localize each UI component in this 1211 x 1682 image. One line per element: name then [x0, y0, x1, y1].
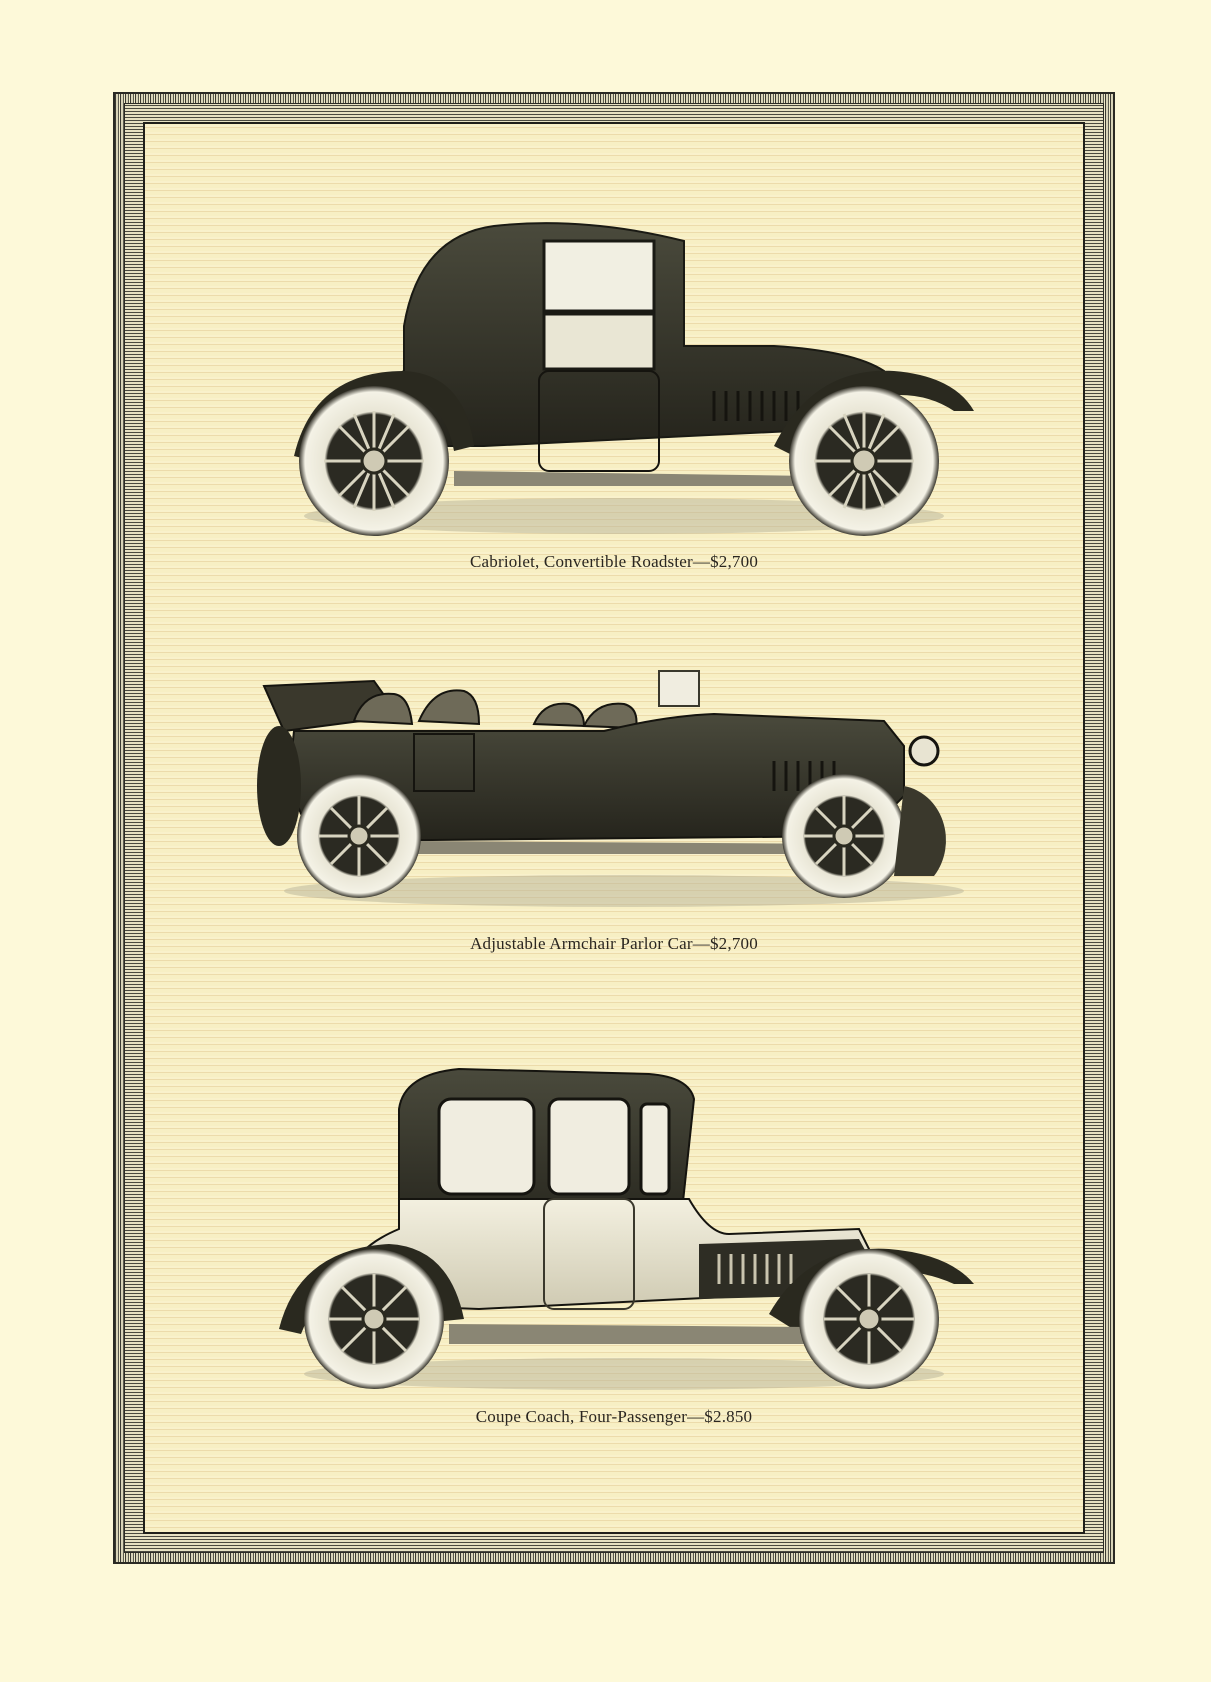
plate-coupe-coach: Coupe Coach, Four-Passenger—$2.850 — [145, 1059, 1083, 1427]
armchair-seats — [352, 689, 638, 730]
windshield — [658, 670, 700, 707]
running-board — [454, 456, 834, 486]
plate-parlor-car: Adjustable Armchair Parlor Car—$2,700 — [145, 656, 1083, 954]
decorative-border-middle: Cabriolet, Convertible Roadster—$2,700 — [124, 103, 1104, 1553]
window-upper — [542, 239, 656, 313]
ground-shadow — [284, 875, 964, 907]
parlor-car-illustration — [257, 670, 964, 907]
catalog-page-panel: Cabriolet, Convertible Roadster—$2,700 — [143, 122, 1085, 1534]
window-lower — [542, 312, 656, 371]
coupe-coach-illustration — [279, 1067, 974, 1390]
rear-wheel — [297, 774, 421, 898]
plate-caption: Adjustable Armchair Parlor Car—$2,700 — [470, 934, 758, 953]
plate-cabriolet: Cabriolet, Convertible Roadster—$2,700 — [145, 196, 1083, 572]
rear-wheel — [299, 386, 449, 536]
front-wheel — [789, 386, 939, 536]
far-front-wheel — [894, 786, 946, 876]
cabriolet-car-illustration — [294, 222, 974, 536]
hood-louvers — [717, 1254, 793, 1284]
front-wheel — [782, 774, 906, 898]
door — [538, 370, 660, 472]
ground-shadow — [304, 1358, 944, 1390]
rear-fender — [294, 371, 474, 461]
door — [543, 1198, 635, 1310]
plate-caption: Coupe Coach, Four-Passenger—$2.850 — [475, 1407, 753, 1426]
headlamp — [908, 735, 940, 767]
door-window — [547, 1097, 631, 1196]
front-wheel — [799, 1249, 939, 1389]
running-board — [449, 1309, 829, 1344]
front-window — [639, 1102, 671, 1196]
ground-shadow — [304, 498, 944, 534]
rear-window — [437, 1097, 536, 1196]
rear-door — [413, 733, 475, 792]
running-board — [414, 816, 874, 854]
spare-tire — [257, 726, 301, 846]
decorative-border-outer: Cabriolet, Convertible Roadster—$2,700 — [113, 92, 1115, 1564]
rear-wheel — [304, 1249, 444, 1389]
plate-caption: Cabriolet, Convertible Roadster—$2,700 — [469, 552, 759, 571]
